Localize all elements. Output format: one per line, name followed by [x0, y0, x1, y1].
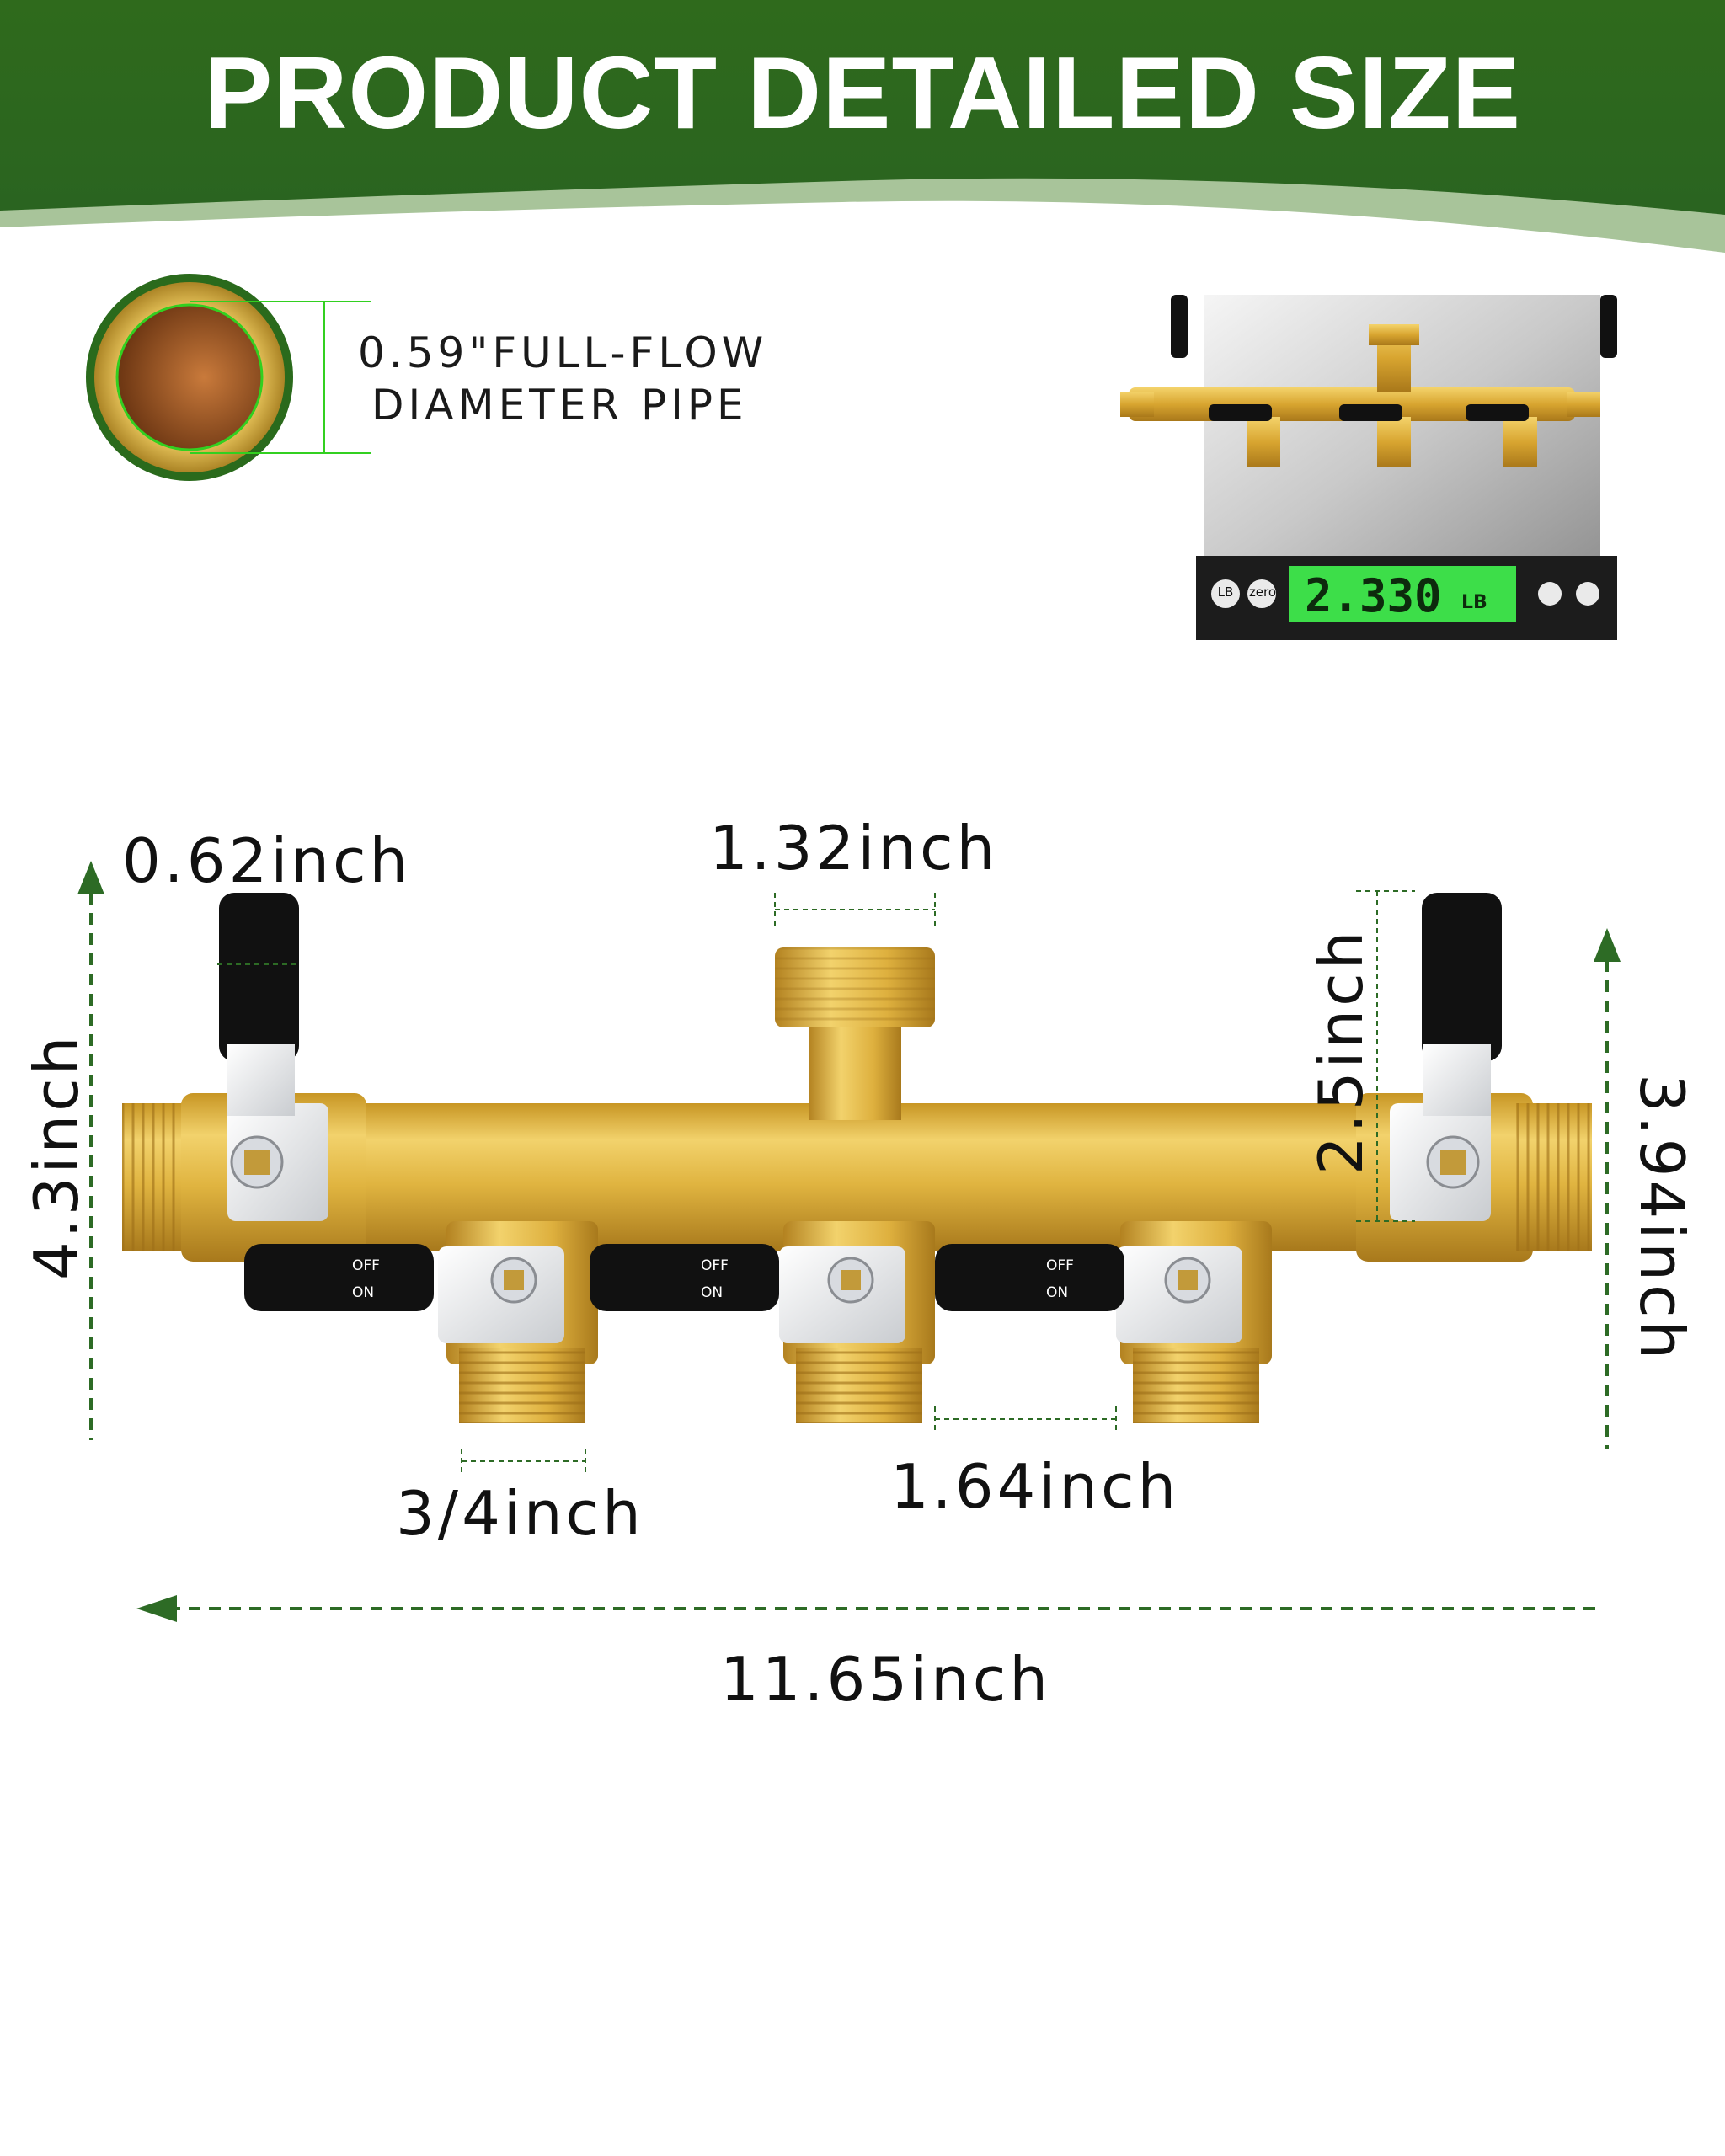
dim-outlet-thread: 3/4inch	[396, 1478, 644, 1549]
valve-2-label: OFF ON	[701, 1252, 729, 1306]
pipe-cross-section	[86, 274, 371, 481]
dim-total-length: 11.65inch	[720, 1644, 1051, 1715]
valve-2-on: ON	[701, 1284, 724, 1301]
pipe-label-line1: 0.59"FULL-FLOW	[358, 328, 768, 377]
weighing-scale	[1120, 295, 1617, 640]
pipe-label-line2: DIAMETER PIPE	[371, 381, 748, 430]
dim-outlet-spacing: 1.64inch	[890, 1451, 1180, 1522]
valve-1-off: OFF	[352, 1257, 380, 1274]
header-banner	[0, 0, 1725, 253]
pipe-diameter-label: 0.59"FULL-FLOW DIAMETER PIPE	[358, 327, 767, 431]
dim-total-height-left: 4.3inch	[21, 1033, 92, 1280]
dim-total-height-right: 3.94inch	[1626, 1074, 1697, 1364]
dim-handle-width: 0.62inch	[122, 825, 412, 896]
valve-1-on: ON	[352, 1284, 375, 1301]
valve-1-label: OFF ON	[352, 1252, 380, 1306]
valve-2-off: OFF	[701, 1257, 729, 1274]
scale-unit: LB	[1461, 592, 1487, 613]
dim-inlet-width: 1.32inch	[709, 813, 999, 883]
dimension-lines	[77, 861, 1621, 1622]
scale-lb-button: LB	[1217, 584, 1234, 600]
valve-3-label: OFF ON	[1046, 1252, 1074, 1306]
valve-3-on: ON	[1046, 1284, 1069, 1301]
manifold-product	[122, 893, 1592, 1423]
page-title: PRODUCT DETAILED SIZE	[203, 35, 1522, 150]
scale-reading: 2.330	[1305, 569, 1442, 622]
scale-zero-button: zero	[1248, 584, 1277, 600]
dim-side-height: 2.5inch	[1306, 927, 1376, 1175]
valve-3-off: OFF	[1046, 1257, 1074, 1274]
